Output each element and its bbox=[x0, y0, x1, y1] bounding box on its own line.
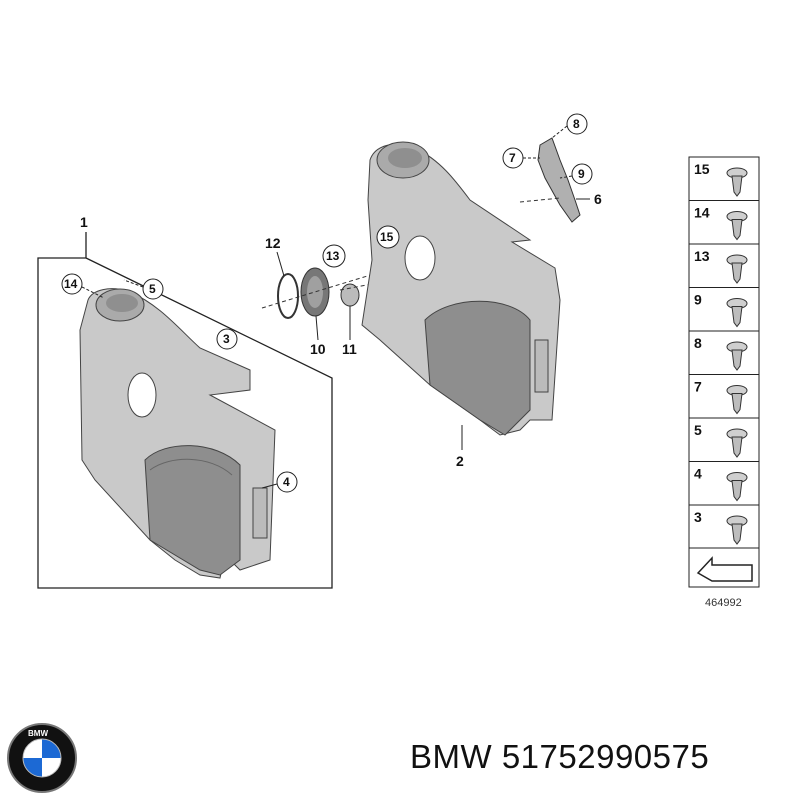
callout-3: 3 bbox=[223, 332, 230, 346]
legend-frame bbox=[688, 156, 760, 588]
callout-2: 2 bbox=[456, 453, 464, 469]
callout-6: 6 bbox=[594, 191, 602, 207]
legend-item-label: 14 bbox=[694, 205, 710, 221]
leader-10 bbox=[315, 315, 319, 341]
right-storage-pocket bbox=[424, 300, 531, 436]
callout-12: 12 bbox=[265, 235, 281, 251]
legend-item-label: 5 bbox=[694, 422, 702, 438]
leader-12 bbox=[276, 251, 285, 277]
part-1-bracket bbox=[37, 232, 333, 589]
left-panel-opening bbox=[127, 372, 157, 418]
legend-item-label: 15 bbox=[694, 161, 710, 177]
fastener-shank-icon bbox=[731, 523, 743, 545]
callout-13: 13 bbox=[326, 249, 340, 263]
left-pocket-edge bbox=[149, 458, 233, 476]
part-12-ring bbox=[277, 273, 299, 319]
callout-11: 11 bbox=[342, 341, 357, 357]
callout-14: 14 bbox=[64, 277, 78, 291]
right-speaker-cap-inner bbox=[388, 148, 422, 168]
bmw-logo-inner-ring bbox=[22, 738, 62, 778]
callout-3-circle bbox=[216, 328, 238, 350]
orientation-arrow-icon bbox=[696, 556, 753, 582]
legend-item-label: 7 bbox=[694, 379, 702, 395]
caption-brand: BMW bbox=[410, 738, 493, 775]
caption: BMW 51752990575 bbox=[410, 738, 795, 788]
part-2-group: 2 15 6 7 8 9 bbox=[361, 113, 602, 469]
part-10-inner bbox=[307, 276, 323, 308]
callout-4: 4 bbox=[283, 475, 290, 489]
left-side-trim bbox=[252, 487, 268, 539]
speaker-parts-group: 12 13 10 11 bbox=[261, 235, 421, 357]
fastener-shank-icon bbox=[731, 262, 743, 284]
callout-15: 15 bbox=[380, 230, 394, 244]
callout-7: 7 bbox=[509, 151, 516, 165]
legend-item-label: 13 bbox=[694, 248, 710, 264]
callout-9-circle bbox=[571, 163, 593, 185]
callout-5-circle bbox=[142, 278, 164, 300]
callout-1: 1 bbox=[80, 214, 88, 230]
callout-10: 10 bbox=[310, 341, 326, 357]
bmw-logo-q4 bbox=[23, 739, 42, 758]
callout-9: 9 bbox=[578, 167, 585, 181]
leader-9 bbox=[559, 175, 573, 179]
leader-14 bbox=[81, 286, 105, 299]
leader-5 bbox=[123, 279, 144, 288]
bmw-logo-q1 bbox=[42, 739, 61, 758]
legend-rows: 15 14 13 9 8 7 5 4 3 bbox=[689, 161, 759, 545]
bmw-logo: BMW bbox=[7, 723, 77, 793]
legend-item-label: 8 bbox=[694, 335, 702, 351]
right-panel-opening bbox=[404, 235, 436, 281]
left-speaker-cap-inner bbox=[106, 294, 138, 312]
fastener-shank-icon bbox=[731, 480, 743, 502]
bmw-logo-q2 bbox=[42, 758, 61, 777]
fastener-shank-icon bbox=[731, 175, 743, 197]
fastener-shank-icon bbox=[731, 349, 743, 371]
leader-6-dash bbox=[519, 197, 561, 203]
callout-5: 5 bbox=[149, 282, 156, 296]
bmw-logo-q3 bbox=[23, 758, 42, 777]
part-1-group: 1 14 5 3 4 bbox=[37, 214, 333, 589]
caption-part-number: 51752990575 bbox=[501, 738, 710, 775]
leader-4 bbox=[261, 483, 278, 489]
left-storage-pocket bbox=[144, 445, 241, 576]
callout-14-circle bbox=[61, 273, 83, 295]
fastener-shank-icon bbox=[731, 436, 743, 458]
right-side-trim bbox=[534, 339, 549, 393]
fastener-shank-icon bbox=[731, 393, 743, 415]
callout-15-circle bbox=[376, 225, 400, 249]
diagram-reference-number: 464992 bbox=[705, 597, 742, 609]
callout-8-circle bbox=[566, 113, 588, 135]
callout-8: 8 bbox=[573, 117, 580, 131]
legend-item-label: 9 bbox=[694, 292, 702, 308]
bmw-logo-text: BMW bbox=[28, 729, 48, 738]
fastener-shank-icon bbox=[731, 219, 743, 241]
leader-8 bbox=[551, 125, 568, 139]
fastener-legend: 15 14 13 9 8 7 5 4 3 464992 bbox=[688, 156, 760, 609]
callout-13-circle bbox=[322, 244, 346, 268]
legend-item-label: 3 bbox=[694, 509, 702, 525]
legend-item-label: 4 bbox=[694, 466, 702, 482]
callout-4-circle bbox=[276, 471, 298, 493]
fastener-shank-icon bbox=[731, 306, 743, 328]
part-6-bracket bbox=[537, 137, 581, 223]
